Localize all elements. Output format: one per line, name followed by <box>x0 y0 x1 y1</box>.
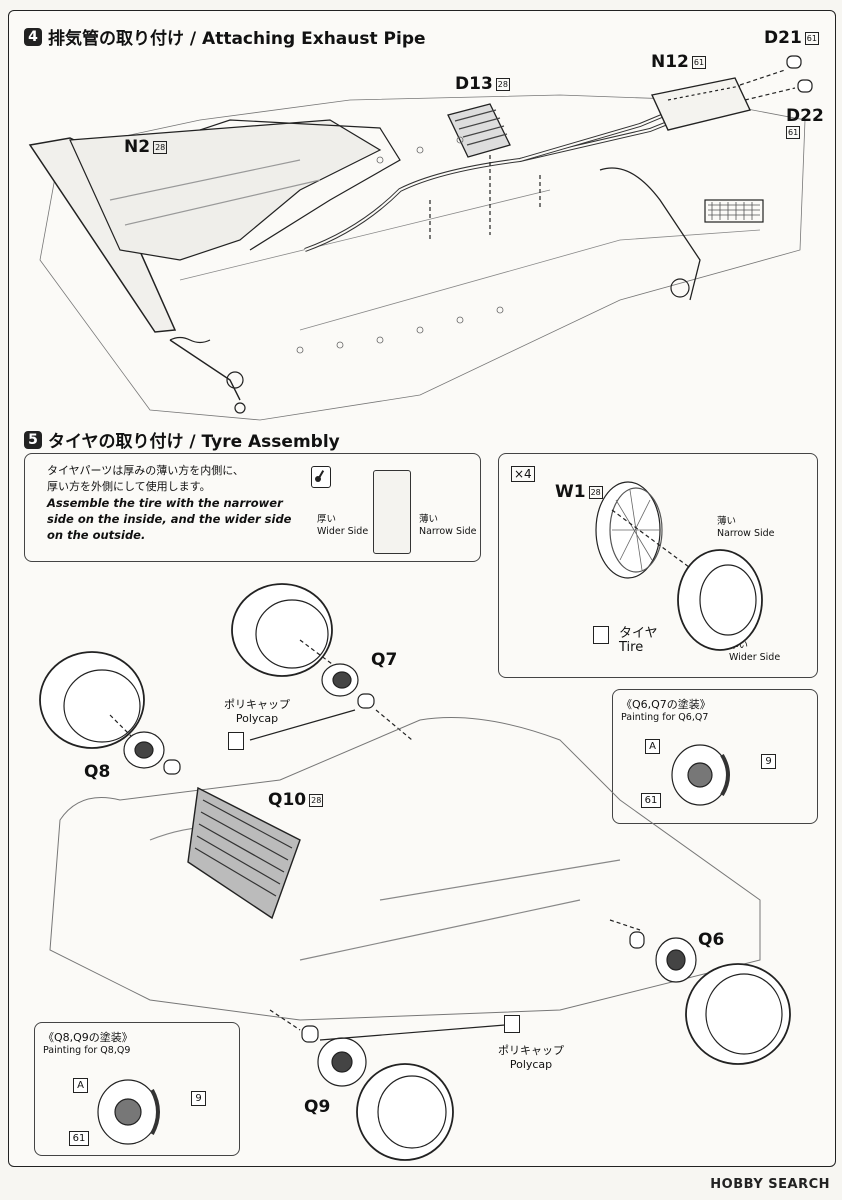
step5-title: タイヤの取り付け / Tyre Assembly <box>48 432 340 452</box>
part-label-d22: D22 61 <box>786 106 824 139</box>
polycap-bottom-jp: ポリキャップ <box>498 1044 564 1057</box>
part-n2-code: N2 <box>124 137 151 157</box>
note-narrow-jp: 薄い <box>419 514 439 525</box>
paint-q6q7-color-9: 9 <box>761 754 776 769</box>
part-n12-code: N12 <box>651 52 689 72</box>
tire-jp-label: タイヤ <box>619 626 658 641</box>
paint-q8q9-color-61: 61 <box>69 1131 89 1146</box>
note-wide-en: Wider Side <box>317 526 369 537</box>
note-en-line3: on the outside. <box>47 528 146 542</box>
paint-q8q9-color-9: 9 <box>191 1091 206 1106</box>
part-q10-sheet: 28 <box>309 793 324 807</box>
tire-icon <box>593 626 609 644</box>
polycap-top-jp: ポリキャップ <box>224 698 290 711</box>
part-label-n2: N2 28 <box>124 137 168 157</box>
part-label-d21: D21 61 <box>764 28 819 48</box>
tire-assembly-box: ×4 W1 28 薄い Narrow Side タイヤ Tire 厚い Wide… <box>498 453 818 678</box>
paint-q8q9-title: 《Q8,Q9の塗装》 <box>43 1031 133 1044</box>
part-label-q6: Q6 <box>698 930 725 950</box>
note-en-line1: Assemble the tire with the narrower <box>47 496 283 510</box>
tire-wide-en: Wider Side <box>729 652 781 663</box>
part-label-q10: Q10 28 <box>268 790 324 810</box>
part-label-n12: N12 61 <box>651 52 707 72</box>
part-d13-code: D13 <box>455 74 493 94</box>
note-en-line2: side on the inside, and the wider side <box>47 512 292 526</box>
step5-number: 5 <box>24 430 42 449</box>
tire-orientation-note-box: タイヤパーツは厚みの薄い方を内側に、 厚い方を外側にして使用します。 Assem… <box>24 453 481 562</box>
part-d22-code: D22 <box>786 106 824 126</box>
part-d22-sheet: 61 <box>786 126 801 139</box>
step5-heading: 5 タイヤの取り付け / Tyre Assembly <box>24 427 340 452</box>
part-d21-sheet: 61 <box>804 31 819 45</box>
part-label-w1: W1 28 <box>555 482 603 502</box>
polycap-icon-top <box>228 732 244 750</box>
step4-number: 4 <box>24 27 42 46</box>
paint-q8q9-color-a: A <box>73 1078 88 1093</box>
step4-title: 排気管の取り付け / Attaching Exhaust Pipe <box>48 29 426 49</box>
polycap-bottom-en: Polycap <box>509 1058 553 1071</box>
paint-q6q7-title: 《Q6,Q7の塗装》 <box>621 698 711 711</box>
tire-narrow-jp: 薄い <box>717 516 737 527</box>
part-label-d13: D13 28 <box>455 74 510 94</box>
note-narrow-en: Narrow Side <box>419 526 477 537</box>
paint-q8q9-subtitle: Painting for Q8,Q9 <box>43 1045 131 1056</box>
note-jp-line2: 厚い方を外側にして使用します。 <box>47 480 211 493</box>
part-label-q7: Q7 <box>371 650 398 670</box>
polycap-label-top: ポリキャップ Polycap <box>224 698 290 726</box>
part-d13-sheet: 28 <box>495 77 510 91</box>
part-n12-sheet: 61 <box>691 55 707 69</box>
paint-q6q7-subtitle: Painting for Q6,Q7 <box>621 712 709 723</box>
paint-q6q7-color-a: A <box>645 739 660 754</box>
part-label-q8: Q8 <box>84 762 111 782</box>
tool-icon <box>311 466 331 488</box>
paint-q6q7-color-61: 61 <box>641 793 661 808</box>
part-label-q9: Q9 <box>304 1097 331 1117</box>
note-jp-line1: タイヤパーツは厚みの薄い方を内側に、 <box>47 464 244 477</box>
part-d21-code: D21 <box>764 28 802 48</box>
note-wide-jp: 厚い <box>317 514 337 525</box>
polycap-label-bottom: ポリキャップ Polycap <box>498 1044 564 1072</box>
part-w1-code: W1 <box>555 482 586 502</box>
tire-narrow-en: Narrow Side <box>717 528 775 539</box>
footer-watermark: HOBBY SEARCH <box>710 1177 830 1192</box>
step4-heading: 4 排気管の取り付け / Attaching Exhaust Pipe <box>24 24 426 49</box>
part-q10-code: Q10 <box>268 790 307 810</box>
polycap-icon-bottom <box>504 1015 520 1033</box>
tire-profile-diagram <box>373 470 411 554</box>
part-n2-sheet: 28 <box>153 140 168 154</box>
polycap-top-en: Polycap <box>235 712 279 725</box>
tire-en-label: Tire <box>619 640 644 655</box>
part-w1-sheet: 28 <box>588 485 603 499</box>
quantity-badge: ×4 <box>511 466 535 482</box>
